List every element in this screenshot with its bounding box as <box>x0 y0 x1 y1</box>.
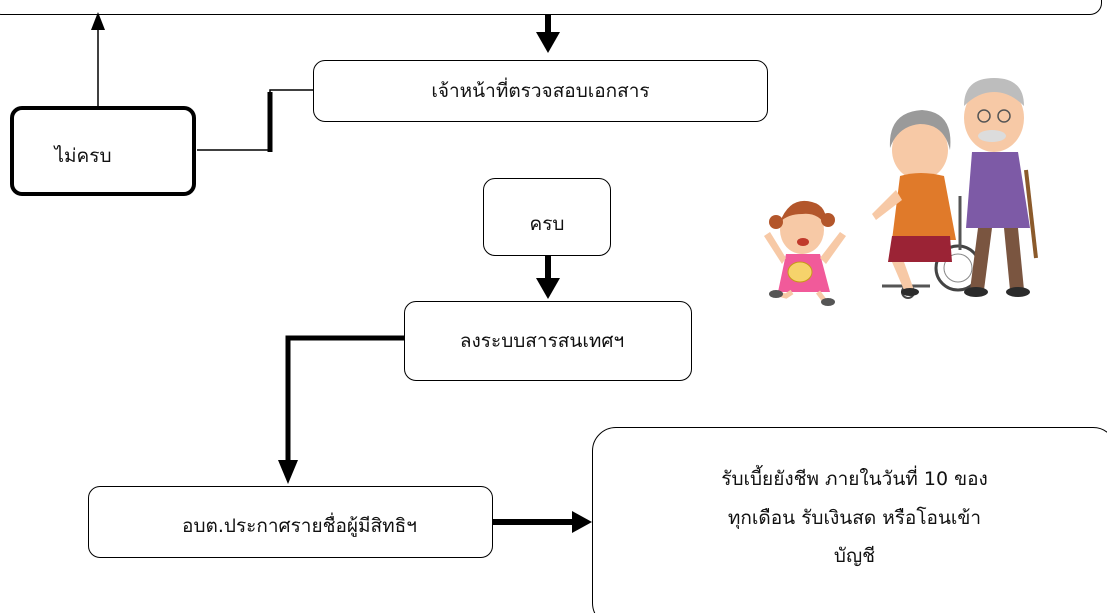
receive-line-3: บัญชี <box>833 545 876 568</box>
register-label: ลงระบบสารสนเทศฯ <box>459 329 625 352</box>
register-node: ลงระบบสารสนเทศฯ <box>404 301 692 381</box>
incomplete-node: ไม่ครบ <box>10 106 196 196</box>
arrow-register-to-announce <box>278 335 404 484</box>
receive-line-1: รับเบี้ยยังชีพ ภายในวันที่ 10 ของ <box>721 467 988 490</box>
officer-check-label: เจ้าหน้าที่ตรวจสอบเอกสาร <box>431 79 650 102</box>
officer-check-node: เจ้าหน้าที่ตรวจสอบเอกสาร <box>313 60 768 122</box>
receive-line-2: ทุกเดือน รับเงินสด หรือโอนเข้า <box>727 506 982 529</box>
connector-officer-to-incomplete <box>197 89 314 152</box>
arrow-announce-to-receive <box>493 511 592 533</box>
arrow-incomplete-to-top <box>91 12 105 106</box>
complete-node: ครบ <box>483 178 611 256</box>
arrow-top-to-officer <box>536 14 560 53</box>
receive-allowance-node: รับเบี้ยยังชีพ ภายในวันที่ 10 ของ ทุกเดื… <box>592 427 1107 613</box>
complete-label: ครบ <box>529 212 565 235</box>
arrow-complete-to-register <box>536 256 560 299</box>
announce-node: อบต.ประกาศรายชื่อผู้มีสิทธิฯ <box>88 486 493 558</box>
announce-label: อบต.ประกาศรายชื่อผู้มีสิทธิฯ <box>182 514 417 537</box>
incomplete-label: ไม่ครบ <box>54 144 112 167</box>
